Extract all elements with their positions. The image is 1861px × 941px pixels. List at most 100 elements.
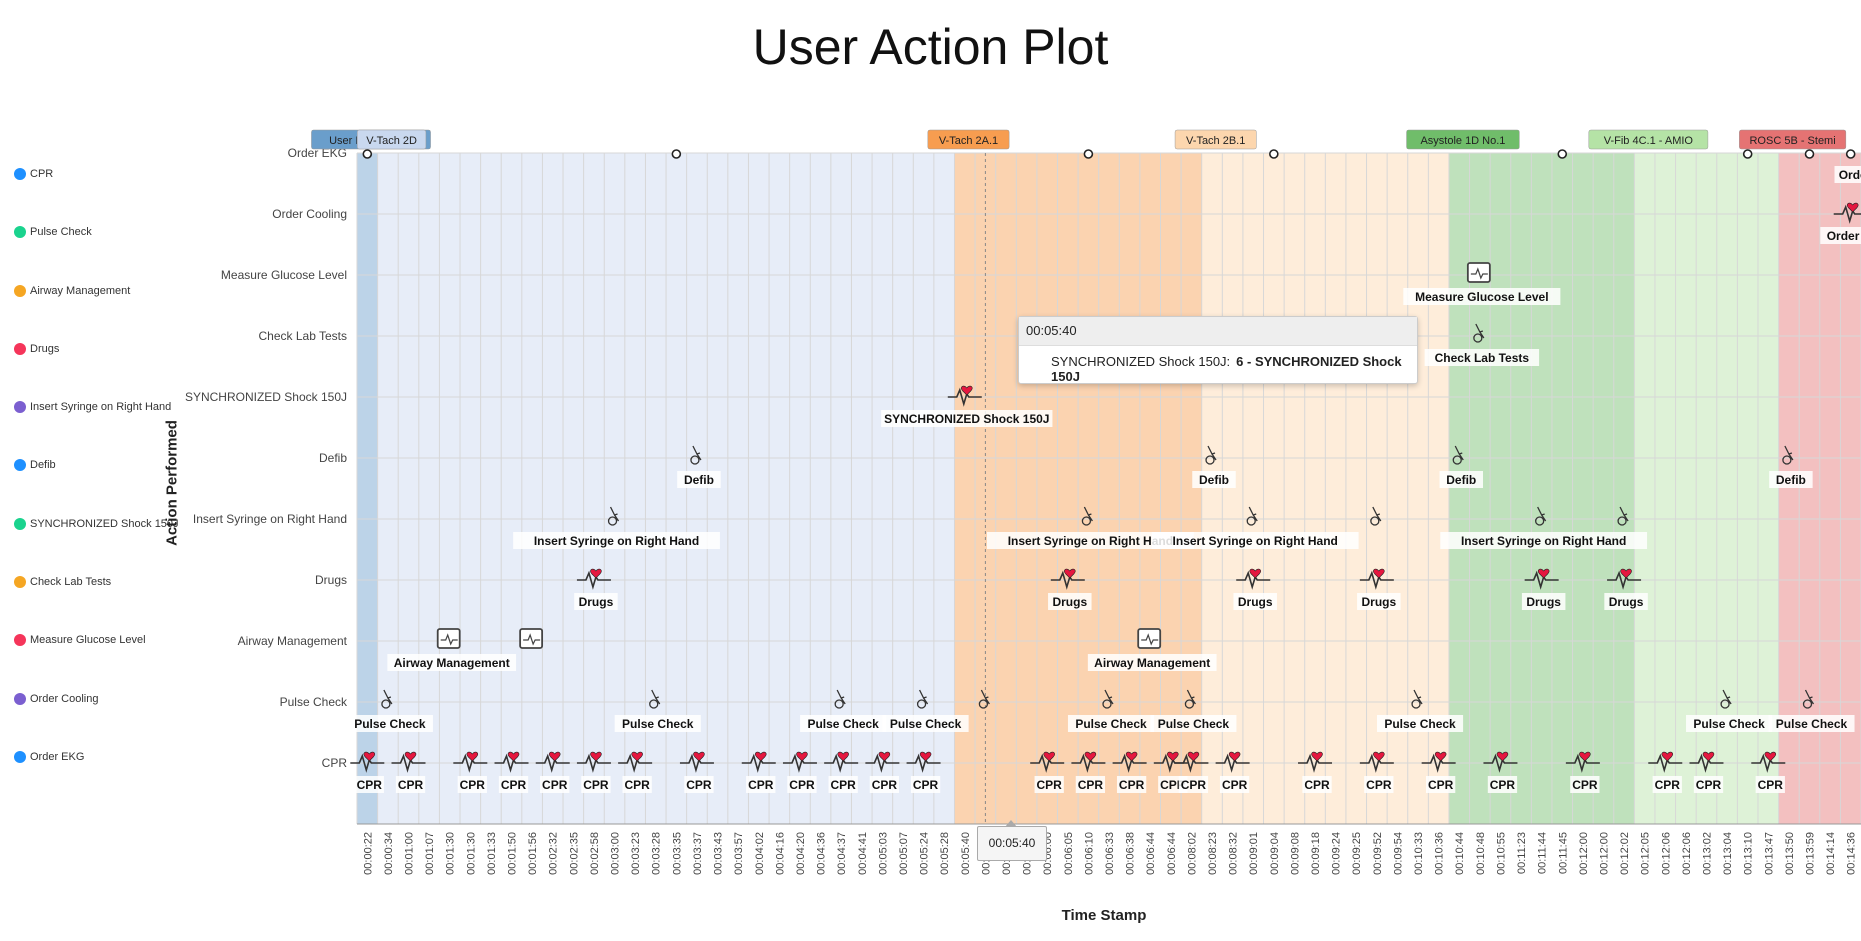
data-point[interactable]: Defib [677, 445, 721, 488]
data-point[interactable]: Pulse Check [346, 689, 433, 732]
data-point[interactable]: CPR [782, 751, 817, 793]
data-label: CPR [830, 778, 856, 792]
data-point[interactable]: CPR [741, 751, 776, 793]
data-point[interactable]: Drugs [574, 568, 618, 610]
data-point[interactable] [1804, 149, 1815, 159]
data-point[interactable]: CPR [1174, 751, 1209, 793]
data-point[interactable]: CPR [618, 751, 653, 793]
data-point[interactable]: CPR [535, 751, 570, 793]
data-point[interactable]: Defib [1439, 445, 1483, 488]
data-point[interactable]: CPR [1751, 751, 1786, 793]
data-point[interactable]: Drugs [1233, 568, 1277, 610]
data-label: Pulse Check [807, 717, 879, 731]
data-point[interactable] [1742, 149, 1753, 159]
data-point[interactable]: Insert Syringe on Right Hand [513, 506, 720, 549]
data-point[interactable]: CPR [1421, 751, 1456, 793]
data-point[interactable]: Drugs [1357, 568, 1401, 610]
heart-icon [1702, 751, 1715, 762]
legend-item[interactable]: CPR [14, 168, 184, 226]
data-point[interactable]: CPR [1215, 751, 1250, 793]
data-point[interactable]: Order Co [1820, 202, 1861, 244]
data-point[interactable]: Insert Syringe on Right Hand [986, 506, 1194, 549]
data-point[interactable]: Defib [1192, 445, 1236, 488]
data-point[interactable]: Check Lab Tests [1424, 323, 1540, 366]
stethoscope-icon [1370, 506, 1382, 526]
data-point[interactable]: CPR [494, 751, 529, 793]
stethoscope-icon [1802, 689, 1815, 709]
data-point[interactable]: CPR [824, 751, 859, 793]
heart-icon [693, 751, 705, 762]
data-point[interactable]: Insert Syringe on Right Hand [1151, 506, 1359, 549]
data-point[interactable]: CPR [1071, 751, 1106, 793]
data-point[interactable] [1617, 506, 1629, 526]
data-point[interactable] [519, 628, 544, 649]
data-point[interactable]: CPR [350, 751, 385, 793]
legend-item[interactable]: Order EKG [14, 750, 184, 809]
data-point[interactable]: CPR [1030, 751, 1065, 793]
data-point[interactable] [671, 149, 682, 159]
data-point[interactable]: Measure Glucose Level [1403, 262, 1561, 305]
data-point[interactable]: CPR [391, 751, 426, 793]
legend-item[interactable]: Airway Management [14, 284, 184, 343]
data-point[interactable]: Pulse Check [1686, 689, 1773, 732]
data-point[interactable]: Drugs [1604, 568, 1648, 610]
legend-item[interactable]: Measure Glucose Level [14, 634, 184, 692]
x-axis-title: Time Stamp [1061, 907, 1147, 924]
data-point[interactable]: CPR [1565, 751, 1600, 793]
data-point[interactable] [1269, 149, 1279, 159]
x-tick-label: 00:12:05 [1640, 832, 1652, 875]
data-label: CPR [1078, 778, 1104, 792]
data-label-bg [746, 776, 776, 793]
data-point[interactable]: Airway Management [1087, 628, 1217, 671]
legend-item[interactable]: Drugs [14, 342, 184, 401]
data-point[interactable]: Insert Syringe on Right Hand [1440, 506, 1648, 549]
phase-band [1448, 153, 1635, 824]
legend-item[interactable]: Check Lab Tests [14, 576, 184, 634]
data-point[interactable]: Pulse Check [1768, 689, 1855, 732]
data-point[interactable]: CPR [1359, 751, 1394, 793]
data-point[interactable]: Pulse Check [614, 689, 701, 732]
data-point[interactable]: Pulse Check [882, 689, 969, 732]
data-point[interactable]: SYNCHRONIZED Shock 150J [881, 385, 1053, 427]
heart-icon [1249, 568, 1261, 579]
legend-item[interactable]: Defib [14, 459, 184, 517]
data-point[interactable]: Pulse Check [800, 689, 887, 732]
x-tick-label: 00:04:16 [774, 832, 786, 875]
data-point[interactable] [1083, 149, 1094, 159]
data-point[interactable]: CPR [1298, 751, 1333, 793]
heart-icon [1537, 568, 1550, 579]
data-point[interactable]: CPR [1112, 751, 1147, 793]
data-point[interactable] [362, 149, 373, 159]
data-point[interactable]: CPR [1648, 751, 1683, 793]
x-tick-label: 00:09:52 [1372, 832, 1384, 875]
legend-label: Defib [30, 459, 56, 472]
data-point[interactable]: CPR [865, 751, 900, 793]
data-point[interactable]: Pulse Check [1376, 689, 1464, 732]
data-point[interactable]: CPR [906, 751, 941, 793]
data-point[interactable]: Airway Management [387, 628, 517, 671]
data-point[interactable] [978, 689, 990, 709]
legend-item[interactable]: Insert Syringe on Right Hand [14, 401, 184, 459]
data-label-bg [513, 532, 720, 549]
data-point[interactable]: Drugs [1521, 568, 1566, 610]
data-point[interactable]: Drugs [1048, 568, 1092, 610]
data-point[interactable]: CPR [576, 751, 611, 793]
legend-item[interactable]: SYNCHRONIZED Shock 150J [14, 517, 184, 576]
data-point[interactable]: Pulse Check [1150, 689, 1237, 732]
legend-item[interactable]: Order Cooling [14, 692, 184, 751]
data-point[interactable] [1370, 506, 1382, 526]
data-label: Pulse Check [354, 717, 426, 731]
data-label-bg [1755, 776, 1785, 793]
data-point[interactable]: CPR [1483, 751, 1518, 793]
data-point[interactable]: Defib [1769, 445, 1813, 488]
data-point[interactable]: CPR [679, 751, 714, 793]
y-tick-label: Order Cooling [272, 207, 347, 221]
legend-item[interactable]: Pulse Check [14, 226, 184, 284]
data-point[interactable] [1557, 149, 1568, 159]
data-point[interactable]: CPR [1689, 751, 1724, 793]
data-point[interactable]: Orde [1834, 149, 1861, 183]
data-point[interactable]: Pulse Check [1067, 689, 1155, 732]
data-label: CPR [789, 778, 815, 792]
data-point[interactable]: CPR [453, 751, 488, 793]
